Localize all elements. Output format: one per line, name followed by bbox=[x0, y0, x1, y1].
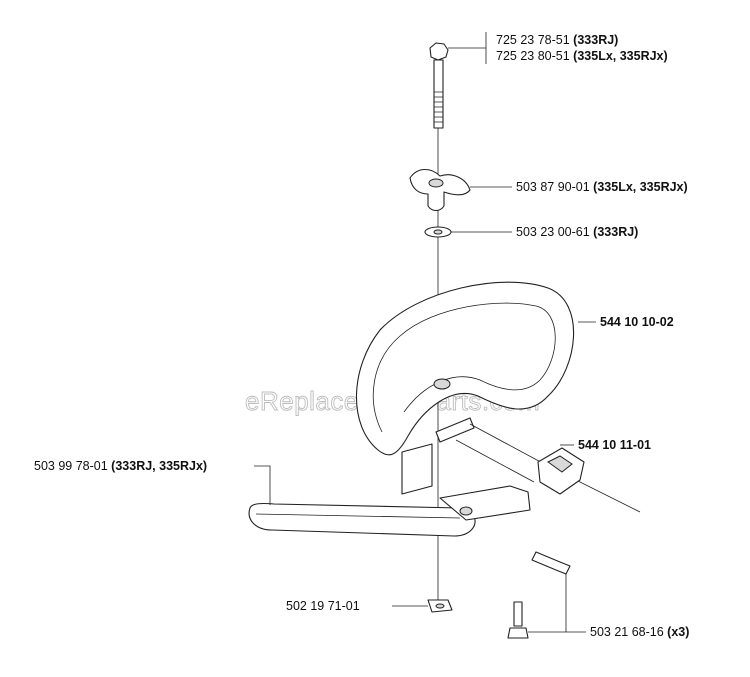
label-bolt-335: 725 23 80-51 (335Lx, 335RJx) bbox=[496, 49, 668, 63]
leader-barrier bbox=[254, 465, 271, 505]
bracket-part bbox=[401, 423, 641, 513]
label-nut: 502 19 71-01 bbox=[286, 599, 360, 613]
leader-screw bbox=[528, 574, 586, 633]
screw-part-upper bbox=[531, 551, 571, 575]
label-barrier: 503 99 78-01 (333RJ, 335RJx) bbox=[34, 459, 207, 473]
washer-part bbox=[424, 226, 452, 238]
nut-part bbox=[427, 599, 453, 613]
label-washer: 503 23 00-61 (333RJ) bbox=[516, 225, 638, 239]
leader-bolt bbox=[448, 32, 487, 64]
label-knob: 503 87 90-01 (335Lx, 335RJx) bbox=[516, 180, 688, 194]
knob-part bbox=[409, 168, 471, 212]
label-bracket: 544 10 11-01 bbox=[578, 438, 651, 452]
label-bolt-333rj: 725 23 78-51 (333RJ) bbox=[496, 33, 618, 47]
label-handle: 544 10 10-02 bbox=[600, 315, 674, 329]
handle-part bbox=[355, 281, 575, 456]
label-screw: 503 21 68-16 (x3) bbox=[590, 625, 689, 639]
barrier-part bbox=[248, 485, 531, 537]
screw-part-lower bbox=[507, 601, 529, 639]
bolt-part bbox=[429, 42, 449, 129]
